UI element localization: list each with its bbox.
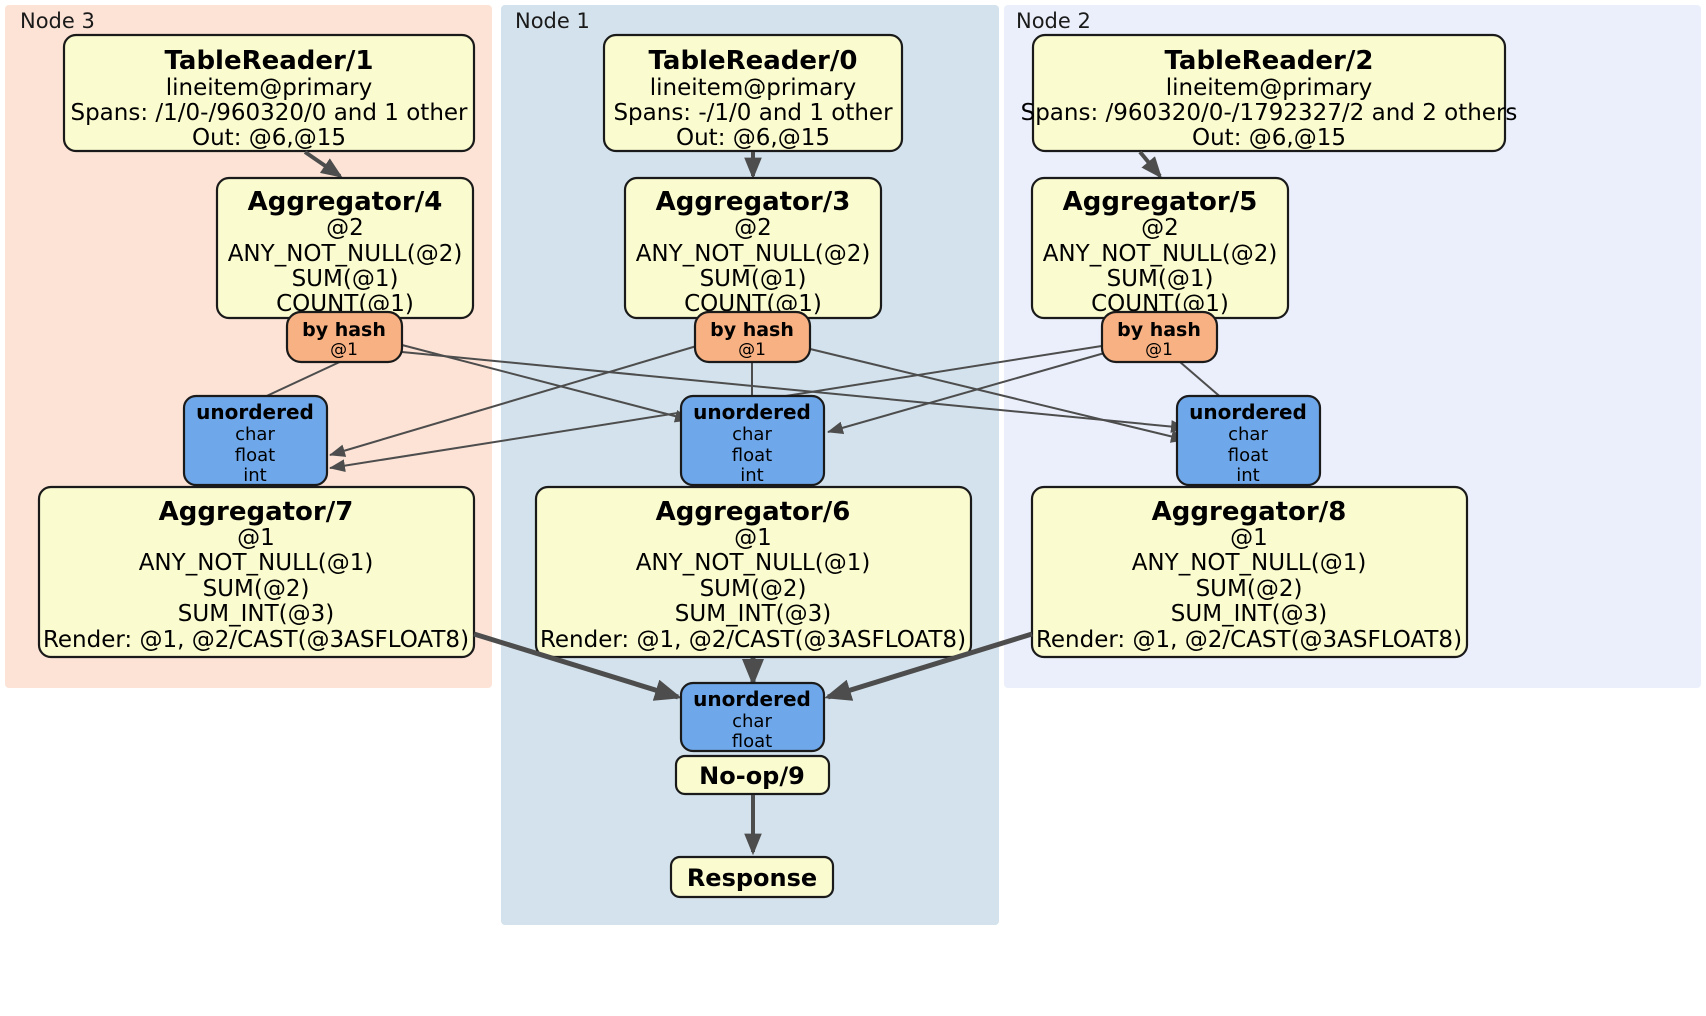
processor-aggregator3[interactable]: Aggregator/3 @2 ANY_NOT_NULL(@2) SUM(@1)… [623, 176, 883, 320]
processor-line: Spans: /1/0-/960320/0 and 1 other [70, 100, 468, 126]
processor-aggregator4[interactable]: Aggregator/4 @2 ANY_NOT_NULL(@2) SUM(@1)… [215, 176, 475, 320]
edge-aggregator7-to-unordered9 [473, 631, 682, 701]
processor-line: SUM(@2) [1196, 576, 1303, 602]
synchronizer-line: float [732, 731, 772, 752]
processor-tablereader0[interactable]: TableReader/0 lineitem@primary Spans: -/… [602, 33, 904, 153]
synchronizer-line: char [1228, 424, 1268, 445]
processor-title: No-op/9 [699, 762, 805, 790]
panel-label-node1: Node 1 [515, 9, 590, 33]
synchronizer-line: int [243, 465, 266, 486]
processor-line: SUM(@2) [203, 576, 310, 602]
router-line: @1 [1145, 340, 1173, 360]
panel-label-node3: Node 3 [20, 9, 95, 33]
processor-line: Spans: /960320/0-/1792327/2 and 2 others [1021, 100, 1518, 126]
synchronizer-unordered6[interactable]: unordered char float int [679, 394, 826, 487]
processor-line: Spans: -/1/0 and 1 other [613, 100, 893, 126]
processor-tablereader1[interactable]: TableReader/1 lineitem@primary Spans: /1… [62, 33, 476, 153]
processor-line: lineitem@primary [650, 75, 856, 101]
processor-line: @2 [1141, 215, 1179, 241]
processor-title: TableReader/2 [1165, 46, 1374, 76]
processor-line: SUM_INT(@3) [675, 601, 831, 627]
processor-line: Out: @6,@15 [676, 125, 830, 151]
processor-line: Out: @6,@15 [1192, 125, 1346, 151]
processor-title: Aggregator/8 [1152, 497, 1347, 527]
processor-line: Render: @1, @2/CAST(@3ASFLOAT8) [1036, 627, 1462, 653]
synchronizer-line: char [732, 424, 772, 445]
processor-title: Aggregator/5 [1063, 187, 1258, 217]
synchronizer-line: int [1236, 465, 1259, 486]
edge-byhash5-to-unordered8 [1179, 361, 1225, 401]
processor-line: ANY_NOT_NULL(@2) [1043, 241, 1278, 267]
synchronizer-title: unordered [693, 687, 811, 711]
synchronizer-title: unordered [693, 400, 811, 424]
edge-byhash4-to-unordered7 [257, 359, 345, 401]
processor-line: ANY_NOT_NULL(@1) [636, 550, 871, 576]
synchronizer-unordered7[interactable]: unordered char float int [182, 394, 329, 487]
processor-line: @2 [734, 215, 772, 241]
processor-line: lineitem@primary [166, 75, 372, 101]
router-line: @1 [330, 340, 358, 360]
router-line: @1 [738, 340, 766, 360]
edge-byhash3-to-unordered8 [805, 347, 1187, 443]
processor-line: @1 [1230, 525, 1268, 551]
processor-aggregator6[interactable]: Aggregator/6 @1 ANY_NOT_NULL(@1) SUM(@2)… [534, 485, 973, 659]
router-title: by hash [1117, 319, 1201, 341]
terminal-title: Response [687, 864, 817, 892]
processor-noop9[interactable]: No-op/9 [674, 754, 831, 796]
processor-title: TableReader/1 [165, 46, 374, 76]
processor-line: SUM(@1) [1107, 266, 1214, 292]
edge-tablereader2-to-aggregator5 [1138, 150, 1163, 179]
processor-line: SUM_INT(@3) [178, 601, 334, 627]
processor-line: Out: @6,@15 [192, 125, 346, 151]
processor-line: ANY_NOT_NULL(@1) [139, 550, 374, 576]
panel-label-node2: Node 2 [1016, 9, 1091, 33]
synchronizer-line: float [732, 445, 772, 466]
processor-line: ANY_NOT_NULL(@2) [636, 241, 871, 267]
synchronizer-unordered8[interactable]: unordered char float int [1175, 394, 1322, 487]
router-title: by hash [302, 319, 386, 341]
synchronizer-title: unordered [196, 400, 314, 424]
synchronizer-line: int [740, 465, 763, 486]
processor-title: Aggregator/3 [656, 187, 851, 217]
synchronizer-line: char [235, 424, 275, 445]
synchronizer-title: unordered [1189, 400, 1307, 424]
edge-byhash3-to-unordered7 [329, 344, 701, 457]
edge-aggregator8-to-unordered9 [824, 631, 1033, 701]
edge-byhash4-to-unordered8 [401, 351, 1187, 433]
processor-line: Render: @1, @2/CAST(@3ASFLOAT8) [540, 627, 966, 653]
synchronizer-line: float [235, 445, 275, 466]
processor-aggregator7[interactable]: Aggregator/7 @1 ANY_NOT_NULL(@1) SUM(@2)… [37, 485, 476, 659]
processor-line: SUM_INT(@3) [1171, 601, 1327, 627]
synchronizer-line: float [1228, 445, 1268, 466]
router-byhash5[interactable]: by hash @1 [1100, 310, 1219, 364]
processor-line: @1 [734, 525, 772, 551]
edge-byhash5-to-unordered6 [827, 351, 1109, 435]
processor-line: SUM(@1) [292, 266, 399, 292]
terminal-response[interactable]: Response [669, 855, 835, 899]
processor-line: SUM(@2) [700, 576, 807, 602]
synchronizer-unordered9[interactable]: unordered char float [679, 681, 826, 753]
processor-line: lineitem@primary [1166, 75, 1372, 101]
processor-line: SUM(@1) [700, 266, 807, 292]
router-byhash4[interactable]: by hash @1 [285, 310, 404, 364]
processor-line: ANY_NOT_NULL(@1) [1132, 550, 1367, 576]
processor-title: Aggregator/7 [159, 497, 354, 527]
synchronizer-line: char [732, 711, 772, 732]
processor-line: @2 [326, 215, 364, 241]
processor-line: Render: @1, @2/CAST(@3ASFLOAT8) [43, 627, 469, 653]
processor-line: @1 [237, 525, 275, 551]
processor-title: TableReader/0 [649, 46, 858, 76]
processor-title: Aggregator/4 [248, 187, 443, 217]
processor-tablereader2[interactable]: TableReader/2 lineitem@primary Spans: /9… [1021, 33, 1518, 153]
processor-aggregator8[interactable]: Aggregator/8 @1 ANY_NOT_NULL(@1) SUM(@2)… [1030, 485, 1469, 659]
edge-tablereader1-to-aggregator4 [303, 150, 343, 178]
processor-line: ANY_NOT_NULL(@2) [228, 241, 463, 267]
router-byhash3[interactable]: by hash @1 [693, 310, 812, 364]
processor-aggregator5[interactable]: Aggregator/5 @2 ANY_NOT_NULL(@2) SUM(@1)… [1030, 176, 1290, 320]
processor-title: Aggregator/6 [656, 497, 851, 527]
router-title: by hash [710, 319, 794, 341]
